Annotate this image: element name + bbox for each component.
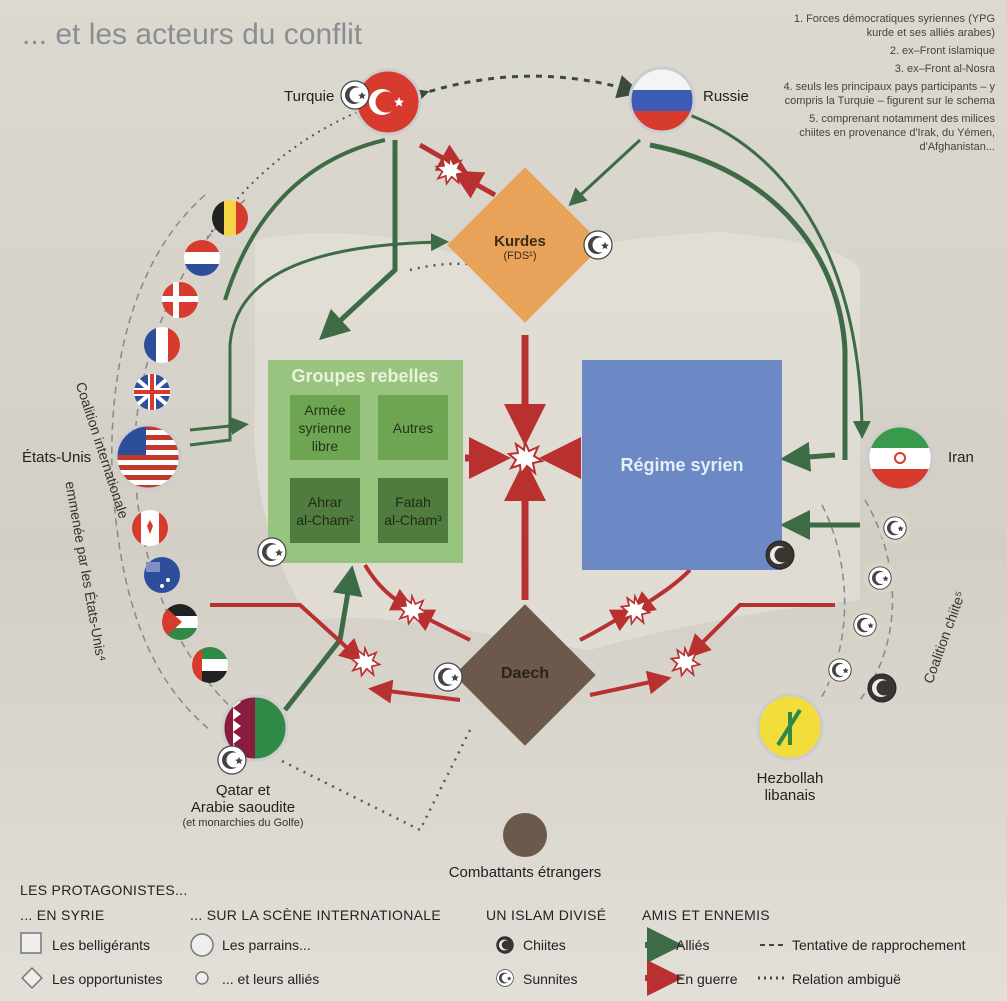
flag-france-icon — [144, 327, 180, 363]
ally-russie-kurdes — [568, 138, 642, 207]
war-chiites-daech — [686, 603, 835, 659]
flag-iran-icon — [866, 424, 934, 492]
kurdes-node: Kurdes (FDS¹) — [450, 195, 590, 335]
flag-jordanie-icon — [162, 604, 198, 640]
legend-diamond-icon — [21, 967, 43, 989]
rebels-fatah: Fatah al-Cham³ — [384, 493, 442, 528]
ambiguous-golfe-daech — [279, 729, 472, 832]
crescent-star-icon — [433, 662, 463, 692]
legend-belligerants: Les belligérants — [52, 937, 151, 953]
legend-sunnite-icon — [496, 969, 514, 987]
flag-emirats-icon — [192, 647, 228, 683]
legend-opportunistes: Les opportunistes — [52, 971, 163, 987]
crescent-star-icon — [217, 745, 247, 775]
flag-danemark-icon — [162, 282, 198, 318]
rebels-ahrar: Ahrar al-Cham² — [296, 493, 354, 528]
label-etats-unis: États-Unis — [22, 449, 92, 466]
ally-turquie-rebels — [318, 140, 398, 341]
legend-allies-small: ... et leurs alliés — [222, 971, 320, 987]
ally-usa-rebels — [189, 416, 249, 435]
legend-heading: LES PROTAGONISTES... — [20, 882, 188, 898]
crescent-star-icon — [340, 80, 370, 110]
legend-square-icon — [20, 932, 42, 954]
daech-label: Daech — [500, 665, 550, 682]
flag-australie-icon — [144, 557, 180, 593]
war-kurdes-up — [451, 170, 497, 199]
legend-circle-large-icon — [190, 933, 214, 957]
rapprochement-turquie-russie — [402, 74, 642, 111]
footnote: 1. Forces démocratiques syriennes (YPG k… — [793, 13, 995, 39]
legend-circle-small-icon — [195, 971, 209, 985]
label-iran: Iran — [948, 449, 974, 466]
kurdes-diamond — [447, 167, 603, 323]
label-combattants: Combattants étrangers — [448, 864, 602, 881]
legend-col2-title: ... SUR LA SCÈNE INTERNATIONALE — [190, 907, 441, 923]
label-russie: Russie — [703, 88, 749, 105]
war-coalition-daech — [210, 603, 364, 664]
flag-royaume-uni-icon — [134, 374, 170, 410]
flag-usa-icon — [114, 423, 182, 491]
daech-diamond — [454, 604, 596, 746]
flag-belgique-icon — [212, 200, 248, 236]
label-hezbollah-line2: libanais — [764, 787, 816, 804]
regime-label: Régime syrien — [620, 454, 744, 475]
kurdes-label: Kurdes — [494, 233, 546, 250]
page-title: ... et les acteurs du conflit — [22, 18, 363, 51]
chiite-crescent-icon — [867, 673, 897, 703]
legend-chiite-icon — [496, 936, 514, 954]
crescent-star-icon — [864, 562, 896, 594]
crescent-star-icon — [257, 537, 287, 567]
explosion-icon — [670, 647, 701, 677]
footnote: 3. ex–Front al-Nosra — [894, 63, 995, 75]
flag-russie-icon — [628, 66, 696, 134]
legend-allies: Alliés — [676, 937, 710, 953]
rebels-autres: Autres — [392, 419, 434, 436]
ally-usa-kurdes — [189, 233, 449, 447]
footnote: 4. seuls les principaux pays participant… — [783, 81, 995, 107]
crescent-star-icon — [824, 654, 856, 686]
legend-sunnites: Sunnites — [523, 971, 578, 987]
legend-col1-title: ... EN SYRIE — [20, 907, 105, 923]
footnote: 2. ex–Front islamique — [889, 45, 995, 57]
legend-col3-title: UN ISLAM DIVISÉ — [486, 907, 607, 923]
label-qatar-line1: Qatar et — [215, 782, 271, 799]
label-qatar-line2: Arabie saoudite — [190, 799, 296, 816]
rebels-title: Groupes rebelles — [291, 366, 439, 386]
legend-rapprochement: Tentative de rapprochement — [792, 937, 966, 953]
label-turquie: Turquie — [284, 88, 335, 105]
crescent-star-icon — [849, 609, 881, 641]
legend-guerre: En guerre — [676, 971, 738, 987]
regime-box — [582, 360, 782, 570]
explosion-icon — [350, 647, 381, 677]
legend-parrains: Les parrains... — [222, 937, 311, 953]
ally-iran-regime — [780, 441, 836, 472]
flag-turquie-icon — [354, 68, 422, 136]
kurdes-sub: (FDS¹) — [503, 250, 537, 262]
label-qatar-sub: (et monarchies du Golfe) — [182, 817, 304, 829]
legend-ambigue: Relation ambiguë — [792, 971, 901, 987]
footnotes: 1. Forces démocratiques syriennes (YPG k… — [780, 12, 995, 158]
footnote: 5. comprenant notamment des milices chii… — [799, 113, 995, 153]
crescent-star-icon — [879, 512, 911, 544]
combattants-icon — [503, 813, 547, 857]
flag-paysbas-icon — [184, 240, 220, 276]
flag-hezbollah-icon — [756, 693, 824, 761]
rebels-asl: Armée syrienne libre — [298, 401, 352, 454]
legend-col4-title: AMIS ET ENNEMIS — [642, 907, 770, 923]
label-hezbollah-line1: Hezbollah — [756, 770, 824, 787]
flag-canada-icon — [132, 510, 168, 546]
explosion-icon — [435, 155, 466, 185]
legend-chiites: Chiites — [523, 937, 566, 953]
